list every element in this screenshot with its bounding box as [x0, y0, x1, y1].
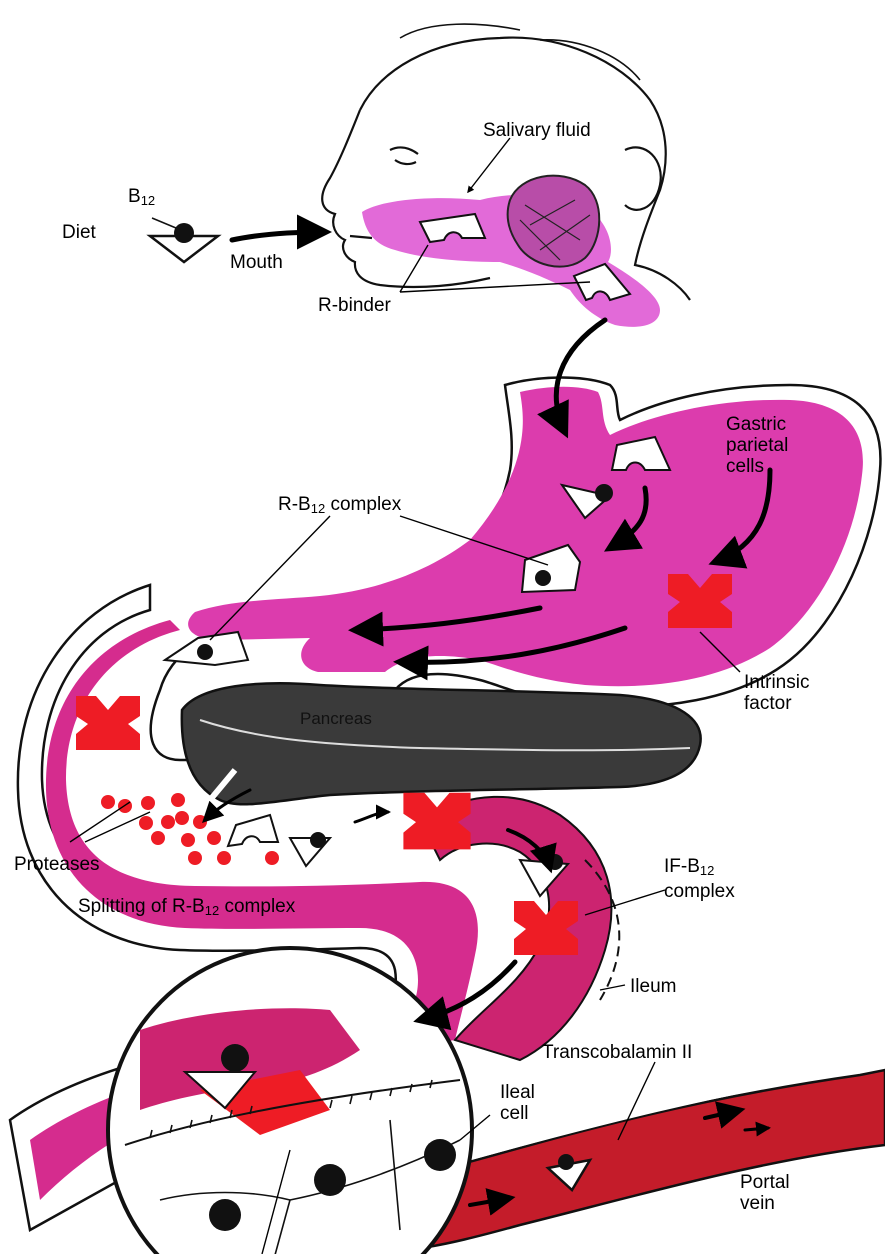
label-transcobalamin: Transcobalamin II: [542, 1042, 692, 1063]
label-pancreas: Pancreas: [300, 708, 372, 729]
label-intrinsic-line1: Intrinsic: [744, 672, 809, 693]
label-r-binder: R-binder: [318, 295, 391, 316]
nucleus-2: [314, 1164, 346, 1196]
eye: [395, 160, 416, 164]
nucleus-1: [424, 1139, 456, 1171]
if-b12-line2: complex: [664, 881, 735, 902]
label-b12-main: B: [128, 186, 141, 207]
label-ileal-cell: Ileal cell: [500, 1082, 535, 1124]
hair-lines: [400, 24, 640, 80]
label-proteases: Proteases: [14, 854, 100, 875]
label-mouth: Mouth: [230, 252, 283, 273]
label-intrinsic-factor: Intrinsic factor: [744, 672, 809, 714]
if-b12-sub: 12: [700, 863, 714, 878]
label-salivary-fluid: Salivary fluid: [483, 120, 591, 141]
label-splitting: Splitting of R-B12 complex: [78, 896, 295, 921]
label-gastric-line3: cells: [726, 456, 788, 477]
rb12-suffix: complex: [325, 494, 401, 515]
label-diet: Diet: [62, 222, 96, 243]
label-rb12-complex: R-B12 complex: [278, 494, 401, 519]
splitting-suffix: complex: [219, 896, 295, 917]
salivary-leader: [468, 138, 510, 192]
proteases-leader-1: [70, 802, 130, 842]
portal-vein: [420, 1066, 885, 1248]
r-binder-freed: [228, 815, 278, 846]
label-portal-line1: Portal: [740, 1172, 790, 1193]
lips: [350, 236, 372, 238]
rb12-sub: 12: [311, 501, 325, 516]
arrow-diet-to-mouth: [232, 232, 325, 240]
if-duodenum: [76, 696, 140, 750]
label-b12-sub: 12: [141, 193, 155, 208]
rb12-prefix: R-B: [278, 494, 311, 515]
proteases-leader-2: [85, 812, 150, 842]
inset-b12-dot: [221, 1044, 249, 1072]
label-gastric-line2: parietal: [726, 435, 788, 456]
label-ileum: Ileum: [630, 976, 676, 997]
label-if-b12-complex: IF-B12 complex: [664, 856, 735, 902]
diet-b12-symbol: [150, 218, 218, 262]
nucleus-3: [209, 1199, 241, 1231]
label-gastric-parietal-cells: Gastric parietal cells: [726, 414, 788, 477]
splitting-sub: 12: [205, 903, 219, 918]
label-portal-line2: vein: [740, 1193, 790, 1214]
label-gastric-line1: Gastric: [726, 414, 788, 435]
pancreas: [182, 683, 701, 804]
ileum-leader: [600, 985, 625, 990]
label-portal-vein: Portal vein: [740, 1172, 790, 1214]
if-b12-prefix: IF-B: [664, 856, 700, 877]
eyebrow: [390, 147, 418, 154]
label-ileal-line2: cell: [500, 1103, 535, 1124]
label-ileal-line1: Ileal: [500, 1082, 535, 1103]
label-intrinsic-line2: factor: [744, 693, 809, 714]
label-b12: B12: [128, 186, 155, 211]
splitting-prefix: Splitting of R-B: [78, 896, 205, 917]
